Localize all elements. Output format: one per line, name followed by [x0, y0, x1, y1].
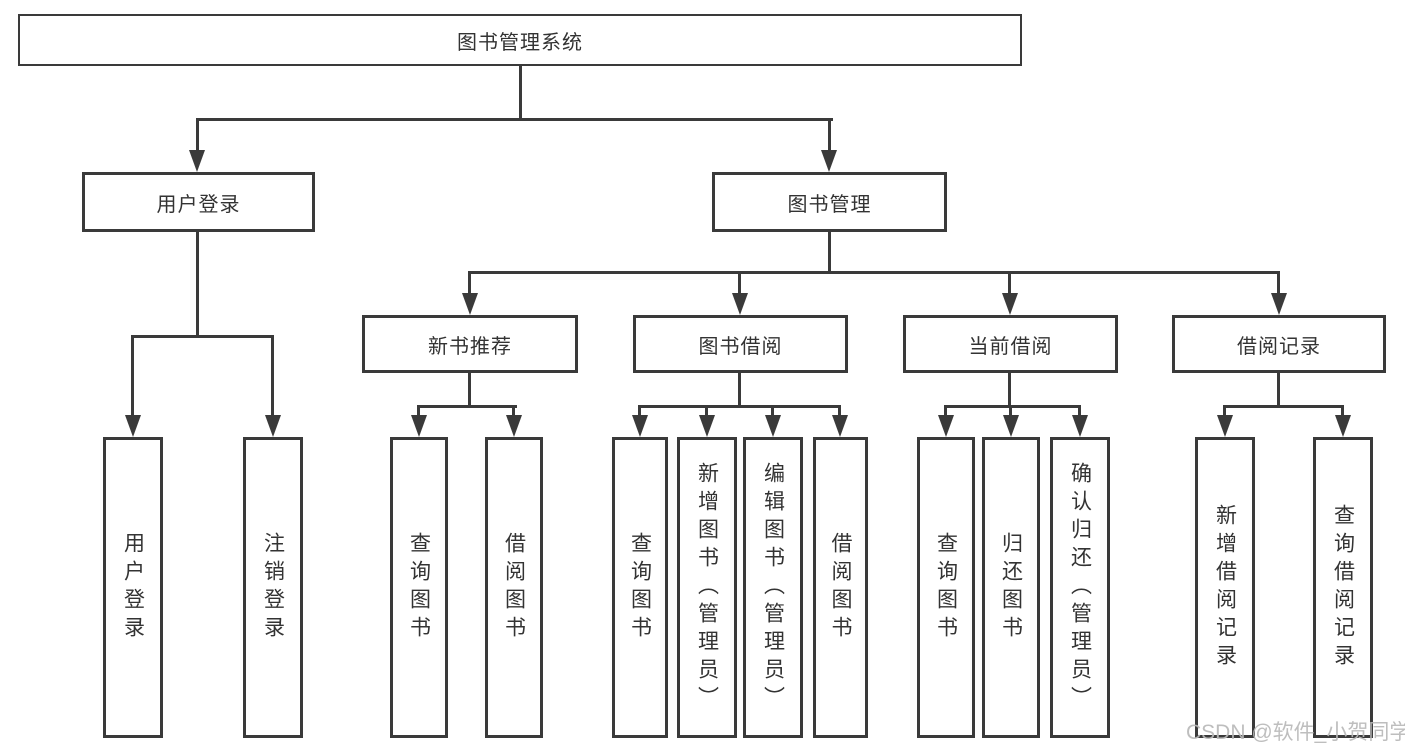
edge-current-borrow-bar-line [944, 405, 1081, 408]
edge-book-mgmt-stem-line [828, 232, 831, 271]
node-cb-return: 归还图书 [982, 437, 1040, 738]
node-br-add: 新增借阅记录 [1195, 437, 1255, 738]
node-new-book-rec-label: 新书推荐 [428, 335, 512, 358]
node-leaf-user-login: 用户登录 [103, 437, 163, 738]
node-br-query: 查询借阅记录 [1313, 437, 1373, 738]
node-current-borrow-label: 当前借阅 [968, 335, 1053, 358]
edge-root-to-book-mgmt-line [828, 118, 831, 150]
arrow-down-icon [1002, 293, 1018, 315]
edge-user-login-bar-line [131, 335, 274, 338]
csdn-watermark: CSDN @软件_小贺同学 [1186, 721, 1405, 744]
edge-to-br-add-line [1223, 405, 1226, 415]
edge-root-to-user-login-line [196, 118, 199, 150]
node-cb-confirm-label: 确认归还（管理员） [1068, 461, 1092, 714]
arrow-down-icon [1335, 415, 1351, 437]
edge-current-borrow-stem-line [1008, 373, 1011, 405]
edge-new-book-rec-stem-line [468, 373, 471, 405]
node-bb-add-label: 新增图书（管理员） [695, 461, 719, 714]
arrow-down-icon [265, 415, 281, 437]
node-current-borrow: 当前借阅 [903, 315, 1118, 373]
edge-to-bb-borrow-line [838, 405, 841, 415]
edge-book-mgmt-bar-line [468, 271, 1280, 274]
edge-to-borrow-records-line [1277, 271, 1280, 293]
node-nbr-query-label: 查询图书 [407, 531, 431, 644]
edge-to-nbr-query-line [417, 405, 420, 415]
node-book-mgmt-label: 图书管理 [787, 193, 872, 216]
arrow-down-icon [938, 415, 954, 437]
node-br-add-label: 新增借阅记录 [1213, 503, 1237, 672]
arrow-down-icon [1217, 415, 1233, 437]
node-nbr-borrow-label: 借阅图书 [502, 531, 526, 644]
node-cb-query-label: 查询图书 [934, 531, 958, 644]
edge-to-bb-edit-line [771, 405, 774, 415]
edge-borrow-records-stem-line [1277, 373, 1280, 405]
node-book-borrow-label: 图书借阅 [698, 335, 783, 358]
node-cb-confirm: 确认归还（管理员） [1050, 437, 1110, 738]
edge-root-stem-line [519, 66, 522, 118]
node-user-login: 用户登录 [82, 172, 315, 232]
node-root-label: 图书管理系统 [457, 31, 583, 54]
arrow-down-icon [821, 150, 837, 172]
node-bb-edit-label: 编辑图书（管理员） [761, 461, 785, 714]
node-user-login-label: 用户登录 [156, 193, 241, 216]
node-nbr-query: 查询图书 [390, 437, 448, 738]
edge-to-cb-return-line [1009, 405, 1012, 415]
node-nbr-borrow: 借阅图书 [485, 437, 543, 738]
edge-to-leaf-user-login-line [131, 335, 134, 415]
arrow-down-icon [632, 415, 648, 437]
edge-to-current-borrow-line [1008, 271, 1011, 293]
node-bb-add: 新增图书（管理员） [677, 437, 737, 738]
node-bb-query: 查询图书 [612, 437, 668, 738]
node-bb-borrow-label: 借阅图书 [829, 531, 852, 644]
node-leaf-logout: 注销登录 [243, 437, 303, 738]
edge-to-leaf-logout-line [271, 335, 274, 415]
edge-to-cb-confirm-line [1078, 405, 1081, 415]
node-br-query-label: 查询借阅记录 [1331, 503, 1355, 672]
edge-user-login-stem-line [196, 232, 199, 335]
edge-new-book-rec-bar-line [417, 405, 517, 408]
node-book-mgmt: 图书管理 [712, 172, 947, 232]
node-cb-query: 查询图书 [917, 437, 975, 738]
arrow-down-icon [699, 415, 715, 437]
node-bb-query-label: 查询图书 [628, 531, 652, 644]
node-leaf-logout-label: 注销登录 [261, 531, 285, 644]
edge-to-br-query-line [1341, 405, 1344, 415]
node-new-book-rec: 新书推荐 [362, 315, 578, 373]
edge-to-book-borrow-line [738, 271, 741, 293]
edge-to-new-book-rec-line [468, 271, 471, 293]
arrow-down-icon [1003, 415, 1019, 437]
arrow-down-icon [125, 415, 141, 437]
edge-to-bb-add-line [705, 405, 708, 415]
arrow-down-icon [1271, 293, 1287, 315]
node-cb-return-label: 归还图书 [999, 531, 1023, 644]
edge-book-borrow-stem-line [738, 373, 741, 405]
arrow-down-icon [832, 415, 848, 437]
node-root: 图书管理系统 [18, 14, 1022, 66]
edge-to-bb-query-line [638, 405, 641, 415]
node-borrow-records: 借阅记录 [1172, 315, 1386, 373]
edge-to-cb-query-line [944, 405, 947, 415]
node-leaf-user-login-label: 用户登录 [121, 531, 145, 644]
arrow-down-icon [732, 293, 748, 315]
arrow-down-icon [765, 415, 781, 437]
node-bb-edit: 编辑图书（管理员） [743, 437, 803, 738]
arrow-down-icon [1072, 415, 1088, 437]
arrow-down-icon [462, 293, 478, 315]
edge-book-borrow-bar-line [638, 405, 841, 408]
node-book-borrow: 图书借阅 [633, 315, 848, 373]
arrow-down-icon [189, 150, 205, 172]
node-borrow-records-label: 借阅记录 [1237, 335, 1321, 358]
edge-to-nbr-borrow-line [512, 405, 515, 415]
edge-root-bar-line [196, 118, 833, 121]
node-bb-borrow: 借阅图书 [813, 437, 868, 738]
edge-borrow-records-bar-line [1223, 405, 1344, 408]
arrow-down-icon [506, 415, 522, 437]
arrow-down-icon [411, 415, 427, 437]
